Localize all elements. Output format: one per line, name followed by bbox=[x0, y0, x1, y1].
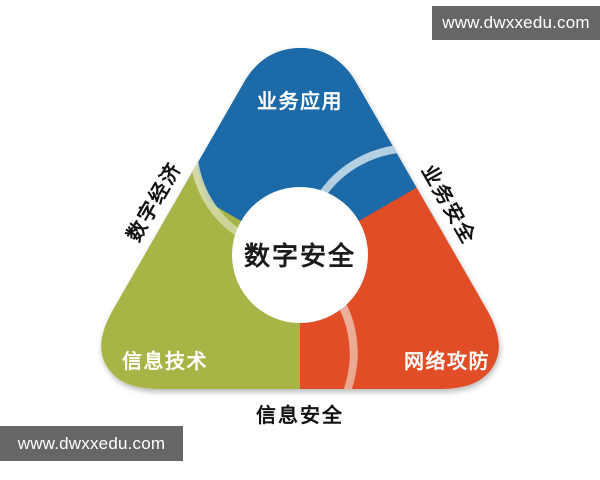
swirl-arm-red bbox=[160, 180, 499, 389]
watermark-top-right: www.dwxxedu.com bbox=[432, 6, 600, 40]
watermark-bottom-left: www.dwxxedu.com bbox=[0, 426, 183, 461]
edge-label-bottom: 信息安全 bbox=[256, 403, 344, 427]
center-hole bbox=[232, 187, 368, 323]
center-label: 数字安全 bbox=[244, 241, 356, 271]
segment-label-bottom-right: 网络攻防 bbox=[404, 349, 490, 373]
segment-label-top: 业务应用 bbox=[257, 89, 343, 113]
segment-label-bottom-left: 信息技术 bbox=[122, 349, 208, 373]
